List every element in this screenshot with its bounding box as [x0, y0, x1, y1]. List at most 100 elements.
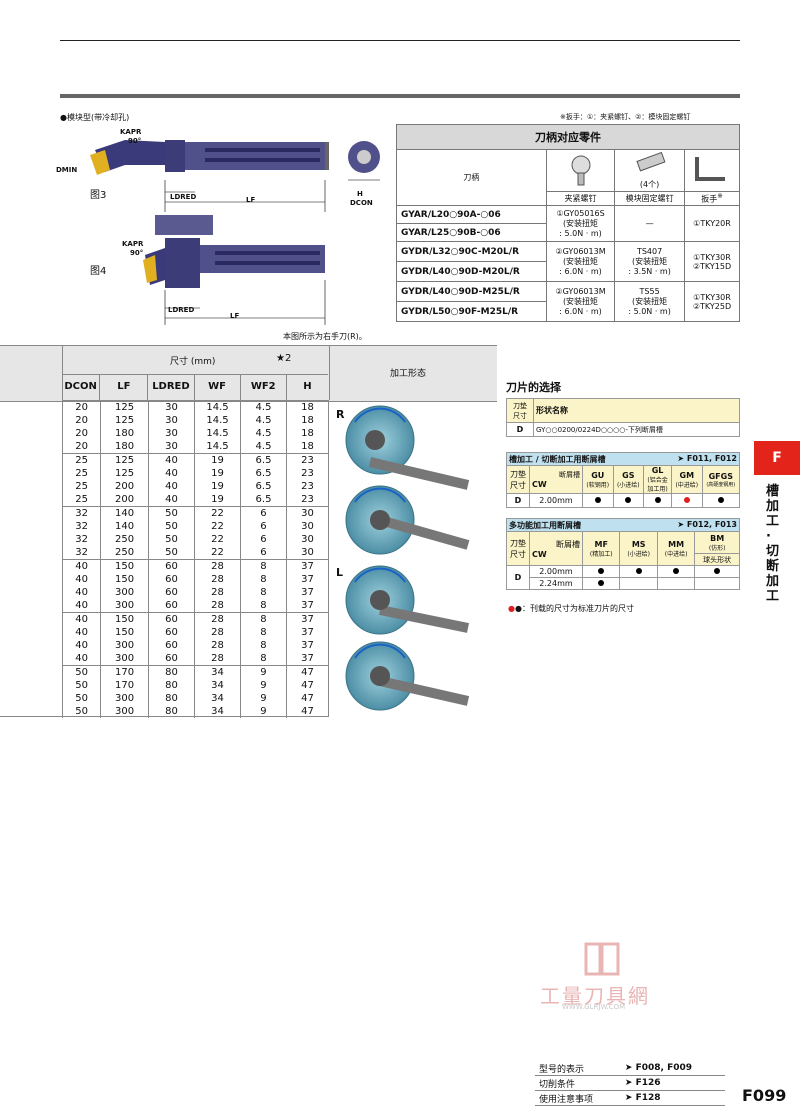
kapr-angle: 90° — [128, 137, 142, 145]
dims-col-headers: DCON LF LDRED WF WF2 H — [62, 374, 328, 400]
kapr-label-2: KAPR — [122, 240, 144, 248]
workpiece-icon — [345, 485, 470, 555]
clamp-cell: ②GY06013M(安装扭矩: 6.0N · m) — [545, 241, 616, 282]
top-rule — [60, 40, 740, 41]
model-row: GYAR/L25○90B-○06 — [396, 223, 547, 242]
fig4-label: 图4 — [90, 266, 107, 277]
module-screw-icon: (4个) — [614, 149, 685, 192]
footer-ref-label: 切削条件 — [535, 1075, 621, 1091]
lf-label-2: LF — [230, 312, 240, 320]
watermark-url: WWW.GLRJW.COM — [562, 1003, 626, 1011]
model-row: GYDR/L40○90D-M25L/R — [396, 281, 547, 302]
tool-diagram — [90, 140, 380, 325]
page-number: F099 — [742, 1086, 787, 1105]
kapr-angle-2: 90° — [130, 249, 144, 257]
footer-ref-link[interactable]: ➤ F128 — [620, 1090, 725, 1106]
dims-size-header: 尺寸 (mm) — [170, 357, 216, 367]
legend: ●●：刊载的尺寸为标准刀片的尺寸 — [508, 604, 634, 613]
right-hand-note: 本图所示为右手刀(R)。 — [283, 332, 367, 341]
header-band — [60, 94, 740, 98]
module-cell: — — [614, 205, 685, 242]
lf-label: LF — [246, 196, 256, 204]
footer-references: 型号的表示➤ F008, F009 切削条件➤ F126 使用注意事项➤ F12… — [535, 1061, 725, 1106]
ldred-label-2: LDRED — [168, 306, 195, 314]
col-wrench: 扳手※ — [684, 191, 740, 206]
module-type-note: ●模块型(带冷却孔) — [60, 113, 130, 122]
dims-star: ★2 — [276, 353, 292, 364]
available-dot — [673, 568, 680, 574]
clamp-screw-icon — [545, 149, 616, 192]
footer-ref-link[interactable]: ➤ F008, F009 — [620, 1061, 725, 1076]
model-row: GYAR/L20○90A-○06 — [396, 205, 547, 224]
clamp-cell: ①GY05016S(安装扭矩: 5.0N · m) — [545, 205, 616, 242]
hand-r-label: R — [336, 408, 345, 421]
available-dot — [598, 568, 605, 574]
workpiece-icon — [345, 565, 470, 635]
module-cell: TS55(安装扭矩: 5.0N · m) — [614, 281, 685, 322]
end-view — [348, 141, 380, 181]
footer-ref-link[interactable]: ➤ F126 — [620, 1075, 725, 1091]
workpiece-icon — [345, 405, 470, 490]
section-tab-label: 槽加工·切断加工 — [766, 484, 780, 604]
wrench-cell: ①TKY20R — [684, 205, 740, 242]
available-dot — [717, 497, 724, 503]
footer-ref-label: 使用注意事项 — [535, 1090, 621, 1106]
machining-illustrations — [345, 405, 470, 711]
wrench-note: ※扳手：①：夹紧螺钉、②：模块固定螺钉 — [560, 113, 691, 121]
parts-table: 刀柄对应零件 刀柄 (4个) 夹紧螺钉 模块固定螺钉 扳手※ GYAR/L20○… — [396, 124, 740, 322]
kapr-label: KAPR — [120, 128, 142, 136]
ldred-label: LDRED — [170, 193, 197, 201]
model-row: GYDR/L32○90C-M20L/R — [396, 241, 547, 262]
available-dot — [714, 568, 721, 574]
available-dot — [654, 497, 661, 503]
available-dot — [598, 580, 605, 586]
fig3-label: 图3 — [90, 190, 107, 201]
section-tab[interactable]: F — [754, 441, 800, 475]
col-clamp: 夹紧螺钉 — [545, 191, 616, 206]
model-row: GYDR/L50○90F-M25L/R — [396, 301, 547, 322]
model-row: GYDR/L40○90D-M20L/R — [396, 261, 547, 282]
standard-dot — [683, 497, 690, 503]
hand-l-label: L — [336, 566, 344, 579]
dcon-label: DCON — [350, 199, 373, 207]
available-dot — [594, 497, 601, 503]
workpiece-icon — [345, 641, 470, 711]
fig3-holder — [90, 140, 329, 175]
watermark-logo — [580, 942, 624, 976]
dims-shape-header: 加工形态 — [390, 369, 427, 379]
dims-header: 尺寸 (mm) ★2 加工形态 — [0, 345, 497, 402]
fig4-holder — [143, 215, 325, 288]
col-holder: 刀柄 — [396, 149, 547, 206]
wrench-icon — [684, 149, 740, 192]
col-module: 模块固定螺钉 — [614, 191, 685, 206]
dmin-label: DMIN — [56, 166, 78, 174]
clamp-cell: ②GY06013M(安装扭矩: 6.0N · m) — [545, 281, 616, 322]
